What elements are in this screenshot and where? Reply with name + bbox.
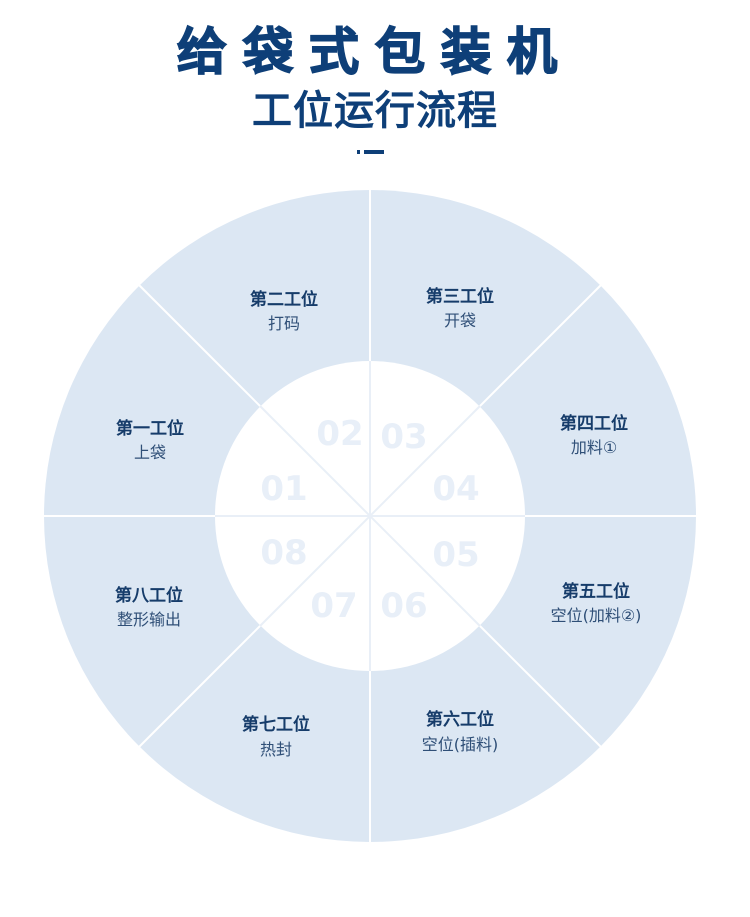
station-number: 01 — [260, 469, 307, 509]
station-number: 05 — [432, 535, 479, 575]
station-title: 第二工位 — [250, 289, 318, 310]
station-description: 整形输出 — [117, 610, 181, 629]
station-description: 空位(插料) — [422, 735, 499, 754]
station-title: 第八工位 — [115, 585, 183, 606]
station-description: 打码 — [268, 314, 300, 333]
station-title: 第一工位 — [116, 418, 184, 439]
station-title: 第七工位 — [242, 714, 310, 735]
station-description: 开袋 — [444, 311, 476, 330]
diagram-subtitle: 工位运行流程 — [252, 88, 498, 134]
station-description: 空位(加料②) — [551, 606, 642, 625]
station-number: 04 — [432, 469, 479, 509]
station-title: 第四工位 — [560, 413, 628, 434]
station-description: 上袋 — [134, 443, 166, 462]
inner-divider-diag-2 — [259, 405, 481, 627]
title-divider — [357, 150, 384, 154]
station-description: 加料① — [571, 438, 617, 457]
station-number: 08 — [260, 533, 307, 573]
station-description: 热封 — [260, 740, 292, 759]
station-number: 07 — [310, 586, 357, 626]
diagram-title: 给袋式包装机 — [176, 22, 573, 82]
station-title: 第五工位 — [562, 581, 630, 602]
station-number: 02 — [316, 414, 363, 454]
station-number: 03 — [380, 417, 427, 457]
station-title: 第三工位 — [426, 286, 494, 307]
station-title: 第六工位 — [426, 709, 494, 730]
station-number: 06 — [380, 586, 427, 626]
